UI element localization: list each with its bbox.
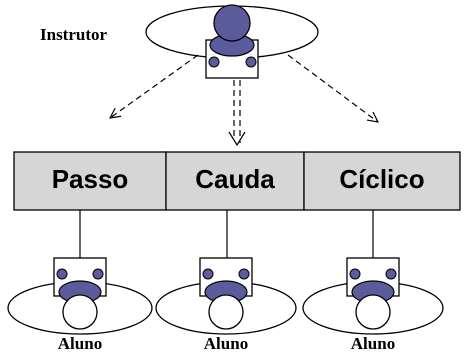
instructor-head — [213, 4, 251, 42]
student-2-left-hand — [202, 268, 214, 280]
instructor-figure — [145, 4, 319, 79]
controls-table: Passo Cauda Cíclico — [13, 151, 461, 211]
arrow-to-cauda-head — [228, 131, 246, 147]
instructor-left-hand — [208, 56, 220, 68]
control-label-ciclico: Cíclico — [339, 164, 424, 194]
student-2-right-hand — [238, 268, 250, 280]
student-3-left-hand — [349, 268, 361, 280]
arrow-to-ciclico — [287, 54, 378, 122]
student-label-1: Aluno — [58, 334, 102, 353]
instructor-label: Instrutor — [40, 25, 108, 44]
control-label-cauda: Cauda — [195, 164, 275, 194]
student-label-3: Aluno — [351, 334, 395, 353]
student-figure-3 — [302, 257, 444, 335]
student-label-2: Aluno — [204, 334, 248, 353]
student-1-head — [62, 294, 98, 330]
student-3-head — [355, 294, 391, 330]
control-cell-ciclico — [303, 151, 461, 211]
student-1-left-hand — [56, 268, 68, 280]
student-2-head — [208, 294, 244, 330]
control-cell-passo — [13, 151, 167, 211]
instructor-right-hand — [245, 56, 257, 68]
arrow-to-passo — [110, 54, 199, 118]
student-figure-1 — [7, 257, 153, 335]
student-1-right-hand — [92, 268, 104, 280]
student-figure-2 — [155, 257, 297, 335]
student-3-right-hand — [385, 268, 397, 280]
control-label-passo: Passo — [52, 164, 129, 194]
